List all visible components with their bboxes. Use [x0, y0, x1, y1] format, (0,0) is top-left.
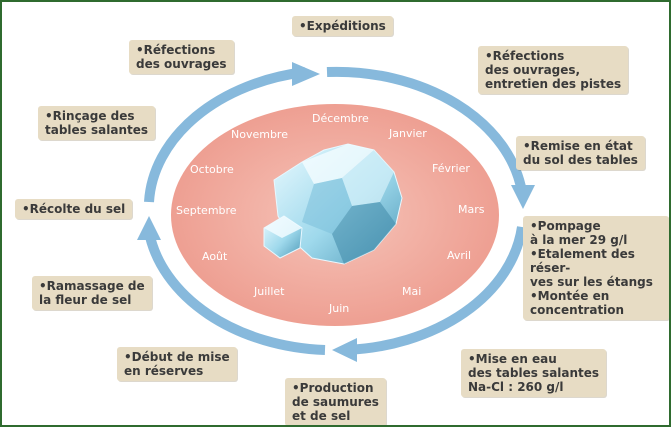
- salt-crystal-image: [263, 143, 403, 265]
- arrow-bottom-right: [344, 226, 527, 355]
- month-decembre: Décembre: [312, 112, 369, 125]
- month-septembre: Septembre: [176, 204, 237, 217]
- month-mars: Mars: [458, 203, 485, 216]
- month-avril: Avril: [447, 249, 472, 262]
- label-expeditions: •Expéditions: [292, 16, 393, 36]
- arrow-heads: [137, 62, 535, 362]
- arrow-top-right: [326, 66, 527, 193]
- arrowhead-bottom: [332, 338, 357, 362]
- arrow-top-left: [144, 67, 306, 203]
- month-juin: Juin: [329, 302, 350, 315]
- label-production: •Production de saumures et de sel: [285, 378, 386, 425]
- month-octobre: Octobre: [190, 163, 234, 176]
- label-rincage: •Rinçage des tables salantes: [38, 106, 156, 140]
- month-mai: Mai: [402, 285, 422, 298]
- label-ramassage: •Ramassage de la fleur de sel: [32, 276, 152, 310]
- label-mise-en-eau: •Mise en eau des tables salantes Na-Cl :…: [461, 349, 607, 397]
- month-fevrier: Février: [432, 162, 470, 175]
- label-refections-ouvrages-pistes: •Réfections des ouvrages, entretien des …: [478, 46, 629, 94]
- cycle-arrows: [144, 66, 527, 355]
- arrowhead-right: [511, 185, 535, 209]
- month-aout: Août: [202, 250, 228, 263]
- label-pompage: •Pompage à la mer 29 g/l •Etalement des …: [523, 216, 669, 320]
- arrowhead-left: [137, 216, 161, 240]
- label-recolte: •Récolte du sel: [15, 199, 133, 219]
- month-novembre: Novembre: [231, 128, 288, 141]
- label-refections-ouvrages: •Réfections des ouvrages: [129, 40, 234, 74]
- month-janvier: Janvier: [389, 127, 427, 140]
- label-debut-reserves: •Début de mise en réserves: [117, 347, 237, 381]
- month-juillet: Juillet: [254, 285, 285, 298]
- arrowhead-top: [292, 62, 320, 86]
- label-remise-en-etat: •Remise en état du sol des tables: [516, 136, 645, 170]
- arrow-bottom-left: [144, 231, 326, 355]
